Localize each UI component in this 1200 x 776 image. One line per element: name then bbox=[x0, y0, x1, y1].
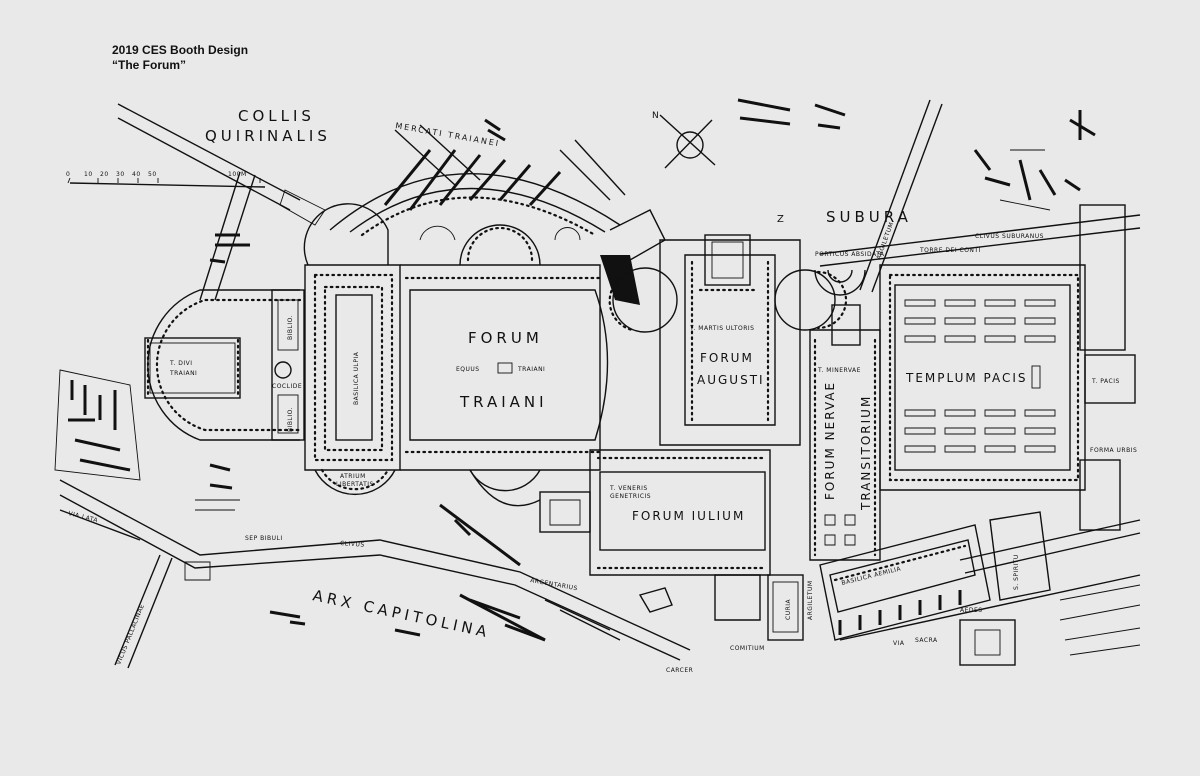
label-via: VIA bbox=[893, 640, 905, 647]
basilica-ulpia: BASILICA ULPIA ATRIUM LIBERTATIS bbox=[303, 203, 401, 496]
scale-40: 40 bbox=[132, 171, 141, 178]
label-t-minervae: T. MINERVAE bbox=[817, 367, 861, 374]
caption: 2019 CES Booth Design “The Forum” bbox=[112, 43, 248, 73]
label-atrium: ATRIUM bbox=[340, 473, 366, 480]
label-basilica-ulpia: BASILICA ULPIA bbox=[353, 351, 360, 405]
label-t-divi: T. DIVI bbox=[169, 360, 193, 367]
caption-title: 2019 CES Booth Design bbox=[112, 43, 249, 57]
mercati-traianei bbox=[279, 118, 666, 305]
label-forum-nervae: FORUM NERVAE bbox=[823, 381, 837, 500]
label-subura: SUBURA bbox=[826, 208, 912, 226]
label-subura-prefix: Z bbox=[777, 214, 788, 225]
label-carcer: CARCER bbox=[666, 667, 693, 674]
label-comitium: COMITIUM bbox=[730, 645, 765, 652]
label-st-spiritu: S. SPIRITU bbox=[1013, 554, 1020, 590]
label-forum-iulium: FORUM IULIUM bbox=[632, 509, 745, 523]
basilica-aemilia: BASILICA AEMILIA S. SPIRITU SACRA VIA AE… bbox=[819, 511, 1141, 666]
left-ruins bbox=[54, 233, 250, 511]
label-porticus: PORTICUS ABSIDATA bbox=[815, 251, 885, 258]
scale-10: 10 bbox=[84, 171, 93, 178]
scale-30: 30 bbox=[116, 171, 125, 178]
compass-icon: N bbox=[652, 111, 716, 169]
label-clivus-suburanus: CLIVUS SUBURANUS bbox=[975, 233, 1044, 240]
label-torre: TORRE DEI CONTI bbox=[919, 247, 981, 254]
label-biblio-top: BIBLIO. bbox=[287, 315, 294, 340]
label-collis: COLLIS bbox=[238, 107, 315, 125]
label-t-veneris: T. VENERIS bbox=[609, 485, 648, 492]
label-coclide: COCLIDE bbox=[272, 383, 302, 390]
label-biblio-bottom: BIBLIO. bbox=[287, 407, 294, 432]
label-clivus: CLIVUS bbox=[340, 540, 365, 549]
label-transitorium: TRANSITORIUM bbox=[859, 395, 873, 511]
label-t-pacis: T. PACIS bbox=[1091, 378, 1120, 385]
label-basilica-aemilia: BASILICA AEMILIA bbox=[841, 565, 902, 587]
scale-bar: 0 10 20 30 40 50 100M bbox=[66, 171, 261, 184]
pacis-beds bbox=[904, 299, 1056, 453]
capitoline-rubble bbox=[184, 561, 546, 642]
scale-0: 0 bbox=[66, 171, 70, 178]
label-sep-bibuli: SEP BIBULI bbox=[245, 535, 283, 542]
forum-nervae: T. MINERVAE FORUM NERVAE TRANSITORIUM PO… bbox=[809, 251, 885, 561]
forum-traiani: FORUM TRAIANI EQUUS TRAIANI bbox=[400, 224, 609, 492]
scale-50: 50 bbox=[148, 171, 157, 178]
top-right-ruins bbox=[737, 98, 1096, 211]
label-equus-traiani: TRAIANI bbox=[517, 366, 545, 373]
label-argentarius: ARGENTARIUS bbox=[530, 577, 579, 592]
label-equus: EQUUS bbox=[456, 366, 480, 373]
caption-subtitle: “The Forum” bbox=[112, 58, 186, 72]
label-forum-traiani-2: TRAIANI bbox=[459, 393, 548, 411]
label-forum-augusti-2: AUGUSTI bbox=[697, 373, 765, 387]
label-quirinalis: QUIRINALIS bbox=[205, 127, 331, 145]
label-arx: ARX CAPITOLINA bbox=[311, 586, 492, 641]
scale-100: 100M bbox=[228, 171, 247, 178]
templum-pacis: TEMPLUM PACIS T. PACIS FORMA URBIS TORRE… bbox=[879, 204, 1137, 531]
templum-divi-traiani: T. DIVI TRAIANI BIBLIO. BIBLIO. COCLIDE bbox=[144, 289, 305, 441]
label-traiani-small: TRAIANI bbox=[169, 370, 197, 377]
forum-iulium: T. VENERIS GENETRICIS FORUM IULIUM bbox=[439, 449, 771, 576]
street-lines bbox=[59, 99, 1141, 669]
curia-comitium: CURIA COMITIUM CARCER ARGILETUM ARGENTAR… bbox=[459, 574, 814, 674]
compass-north: N bbox=[652, 111, 659, 121]
label-libertatis: LIBERTATIS bbox=[336, 481, 374, 488]
scale-20: 20 bbox=[100, 171, 109, 178]
label-t-martis: T. MARTIS ULTORIS bbox=[689, 325, 754, 332]
label-aedes: AEDES bbox=[960, 607, 983, 614]
label-forma-urbis: FORMA URBIS bbox=[1090, 447, 1137, 454]
label-via-lata: VIA LATA bbox=[68, 510, 99, 524]
label-templum-pacis: TEMPLUM PACIS bbox=[905, 371, 1028, 385]
label-sacra: SACRA bbox=[915, 637, 938, 644]
label-argiletum: ARGILETUM bbox=[807, 580, 814, 620]
label-forum-traiani-1: FORUM bbox=[468, 329, 543, 347]
label-genetricis: GENETRICIS bbox=[610, 493, 651, 500]
label-forum-augusti-1: FORUM bbox=[700, 351, 754, 365]
label-curia: CURIA bbox=[785, 598, 792, 620]
